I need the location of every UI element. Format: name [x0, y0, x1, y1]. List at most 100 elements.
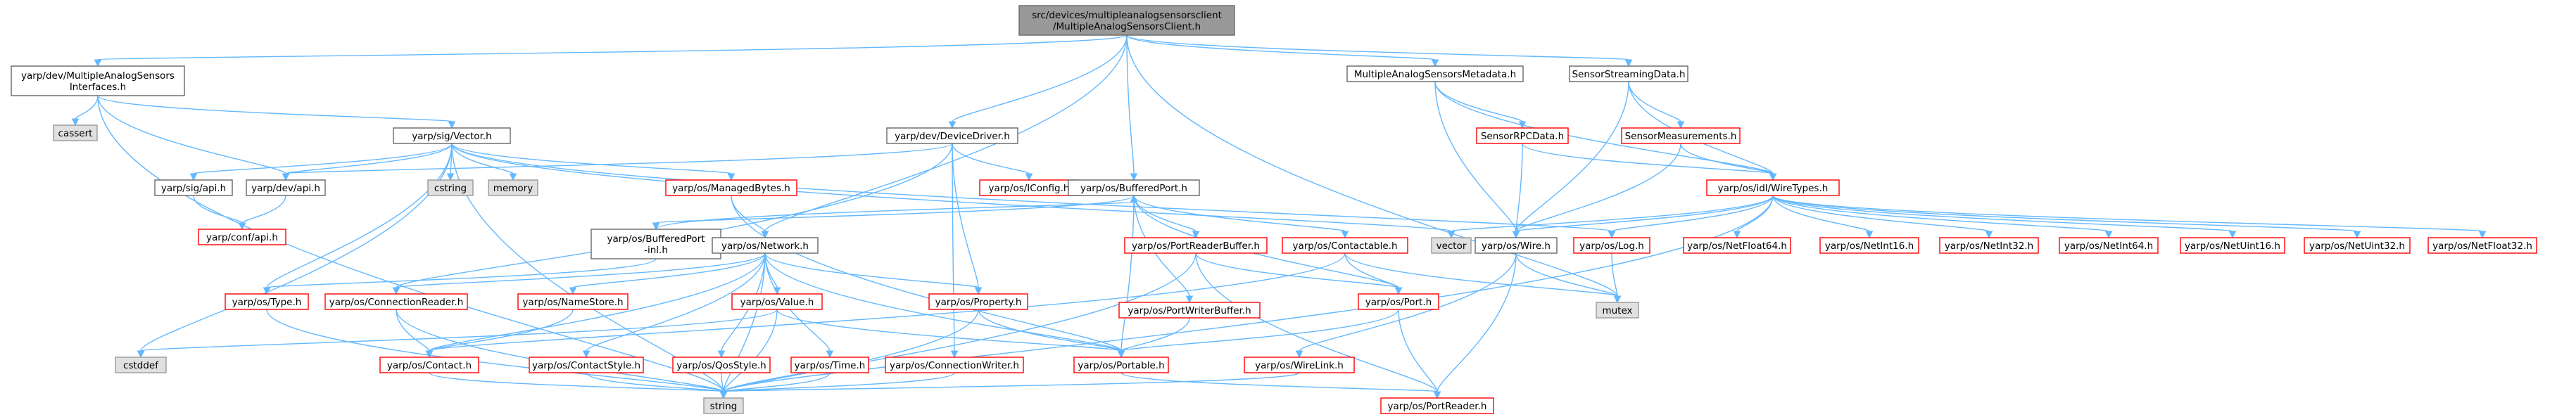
- node-mutex: mutex: [1596, 302, 1639, 319]
- edges-layer: [71, 34, 2487, 399]
- edge-sensorstreaming-to-sensormeas: [1628, 81, 1685, 129]
- node-box: [115, 357, 167, 373]
- node-sensorrpc[interactable]: SensorRPCData.h: [1476, 127, 1569, 144]
- edge-sensormeas-to-wiretypes: [1680, 143, 1777, 181]
- node-box: [1282, 237, 1408, 254]
- node-log[interactable]: yarp/os/Log.h: [1573, 237, 1650, 254]
- node-contactstyle[interactable]: yarp/os/ContactStyle.h: [529, 357, 644, 373]
- node-box: [488, 179, 538, 196]
- edge-device-driver-to-connwriter: [950, 143, 959, 359]
- node-label: yarp/os/Value.h: [740, 297, 814, 308]
- edge-managedbytes-to-portable: [731, 195, 1125, 359]
- edge-network-to-contactstyle: [582, 252, 766, 359]
- node-portreader[interactable]: yarp/os/PortReader.h: [1380, 397, 1494, 414]
- node-bufferedport[interactable]: yarp/os/BufferedPort.h: [1068, 179, 1200, 196]
- edge-log-to-mutex: [1611, 252, 1622, 304]
- edge-mas-metadata-to-sensorrpc: [1434, 81, 1527, 129]
- node-connreader[interactable]: yarp/os/ConnectionReader.h: [324, 293, 468, 310]
- node-box: [2059, 237, 2159, 254]
- node-netuint32[interactable]: yarp/os/NetUint32.h: [2304, 237, 2411, 254]
- node-portreaderbuffer[interactable]: yarp/os/PortReaderBuffer.h: [1124, 237, 1268, 254]
- node-box: [1431, 237, 1472, 254]
- node-mas-metadata[interactable]: MultipleAnalogSensorsMetadata.h: [1346, 65, 1524, 82]
- edge-contact-to-string: [429, 372, 728, 399]
- node-box: [2180, 237, 2285, 254]
- node-label: yarp/os/WireLink.h: [1255, 360, 1344, 371]
- node-contact[interactable]: yarp/os/Contact.h: [379, 357, 479, 373]
- node-label: yarp/dev/DeviceDriver.h: [895, 131, 1010, 142]
- node-dev-api[interactable]: yarp/dev/api.h: [246, 179, 326, 196]
- node-box: [427, 179, 474, 196]
- edge-device-driver-to-dev-api: [282, 143, 953, 181]
- node-netfloat64[interactable]: yarp/os/NetFloat64.h: [1683, 237, 1791, 254]
- edge-wiretypes-to-netfloat64: [1733, 195, 1774, 239]
- node-box: [1939, 237, 2039, 254]
- node-label: yarp/os/ConnectionReader.h: [329, 297, 464, 308]
- node-label: yarp/os/ManagedBytes.h: [672, 183, 790, 194]
- node-memory: memory: [488, 179, 538, 196]
- edge-bufferedport-to-bufferedport-inl: [652, 195, 1135, 231]
- node-sig-vector[interactable]: yarp/sig/Vector.h: [393, 127, 511, 144]
- node-namestore[interactable]: yarp/os/NameStore.h: [517, 293, 629, 310]
- node-netfloat32[interactable]: yarp/os/NetFloat32.h: [2427, 237, 2537, 254]
- node-netuint16[interactable]: yarp/os/NetUint16.h: [2180, 237, 2285, 254]
- node-sig-api[interactable]: yarp/sig/api.h: [154, 179, 233, 196]
- node-label: -inl.h: [644, 245, 668, 256]
- node-wirelink[interactable]: yarp/os/WireLink.h: [1244, 357, 1355, 373]
- node-iconfig[interactable]: yarp/os/IConfig.h: [979, 179, 1079, 196]
- node-portwriterbuffer[interactable]: yarp/os/PortWriterBuffer.h: [1118, 302, 1261, 319]
- node-device-driver[interactable]: yarp/dev/DeviceDriver.h: [886, 127, 1018, 144]
- node-managedbytes[interactable]: yarp/os/ManagedBytes.h: [665, 179, 797, 196]
- node-box: [246, 179, 326, 196]
- node-bufferedport-inl[interactable]: yarp/os/BufferedPort-inl.h: [591, 229, 721, 259]
- node-wire[interactable]: yarp/os/Wire.h: [1475, 237, 1558, 254]
- edge-sig-vector-to-managedbytes: [451, 143, 735, 181]
- edge-root-to-mas-iface: [94, 34, 1128, 68]
- edge-sig-api-to-conf-api: [193, 195, 246, 231]
- node-netint32[interactable]: yarp/os/NetInt32.h: [1939, 237, 2039, 254]
- edge-root-to-mas-metadata: [1126, 34, 1439, 68]
- node-box: [154, 179, 233, 196]
- edge-device-driver-to-property: [952, 143, 983, 295]
- node-netint16[interactable]: yarp/os/NetInt16.h: [1819, 237, 1919, 254]
- node-mas-iface[interactable]: yarp/dev/MultipleAnalogSensorsInterfaces…: [11, 65, 185, 96]
- node-value[interactable]: yarp/os/Value.h: [731, 293, 823, 310]
- node-sensorstreaming[interactable]: SensorStreamingData.h: [1569, 65, 1688, 82]
- node-label: yarp/os/QosStyle.h: [676, 360, 766, 371]
- node-port[interactable]: yarp/os/Port.h: [1358, 293, 1439, 310]
- node-qosstyle[interactable]: yarp/os/QosStyle.h: [672, 357, 771, 373]
- node-box: [712, 237, 819, 254]
- node-label: yarp/dev/api.h: [251, 183, 320, 194]
- node-root[interactable]: src/devices/multipleanalogsensorsclient/…: [1018, 5, 1235, 36]
- node-property[interactable]: yarp/os/Property.h: [928, 293, 1028, 310]
- node-label: yarp/os/Property.h: [935, 297, 1022, 308]
- node-connwriter[interactable]: yarp/os/ConnectionWriter.h: [885, 357, 1024, 373]
- node-time[interactable]: yarp/os/Time.h: [790, 357, 869, 373]
- node-label: yarp/dev/MultipleAnalogSensors: [21, 70, 175, 82]
- node-label: SensorMeasurements.h: [1625, 131, 1737, 142]
- node-label: mutex: [1602, 305, 1632, 316]
- node-netint64[interactable]: yarp/os/NetInt64.h: [2059, 237, 2159, 254]
- node-network[interactable]: yarp/os/Network.h: [712, 237, 819, 254]
- node-contactable[interactable]: yarp/os/Contactable.h: [1282, 237, 1408, 254]
- node-cstring: cstring: [427, 179, 474, 196]
- node-label: MultipleAnalogSensorsMetadata.h: [1354, 69, 1516, 80]
- edge-wire-to-mutex: [1515, 252, 1622, 304]
- node-portable[interactable]: yarp/os/Portable.h: [1073, 357, 1169, 373]
- node-box: [928, 293, 1028, 310]
- node-conf-api[interactable]: yarp/conf/api.h: [198, 229, 286, 245]
- node-box: [1596, 302, 1639, 319]
- node-label: Interfaces.h: [70, 82, 126, 93]
- node-sensormeas[interactable]: SensorMeasurements.h: [1621, 127, 1741, 144]
- node-box: [1244, 357, 1355, 373]
- node-label: yarp/os/Portable.h: [1078, 360, 1164, 371]
- node-label: yarp/os/NameStore.h: [522, 297, 623, 308]
- node-label: yarp/os/NetUint16.h: [2185, 240, 2280, 252]
- node-label: cassert: [58, 128, 93, 139]
- node-box: [1346, 65, 1524, 82]
- node-wiretypes[interactable]: yarp/os/idl/WireTypes.h: [1706, 179, 1840, 196]
- node-type[interactable]: yarp/os/Type.h: [225, 293, 309, 310]
- node-label: yarp/os/Log.h: [1579, 240, 1644, 252]
- node-label: /MultipleAnalogSensorsClient.h: [1053, 21, 1201, 32]
- edge-contactable-to-port: [1344, 252, 1403, 295]
